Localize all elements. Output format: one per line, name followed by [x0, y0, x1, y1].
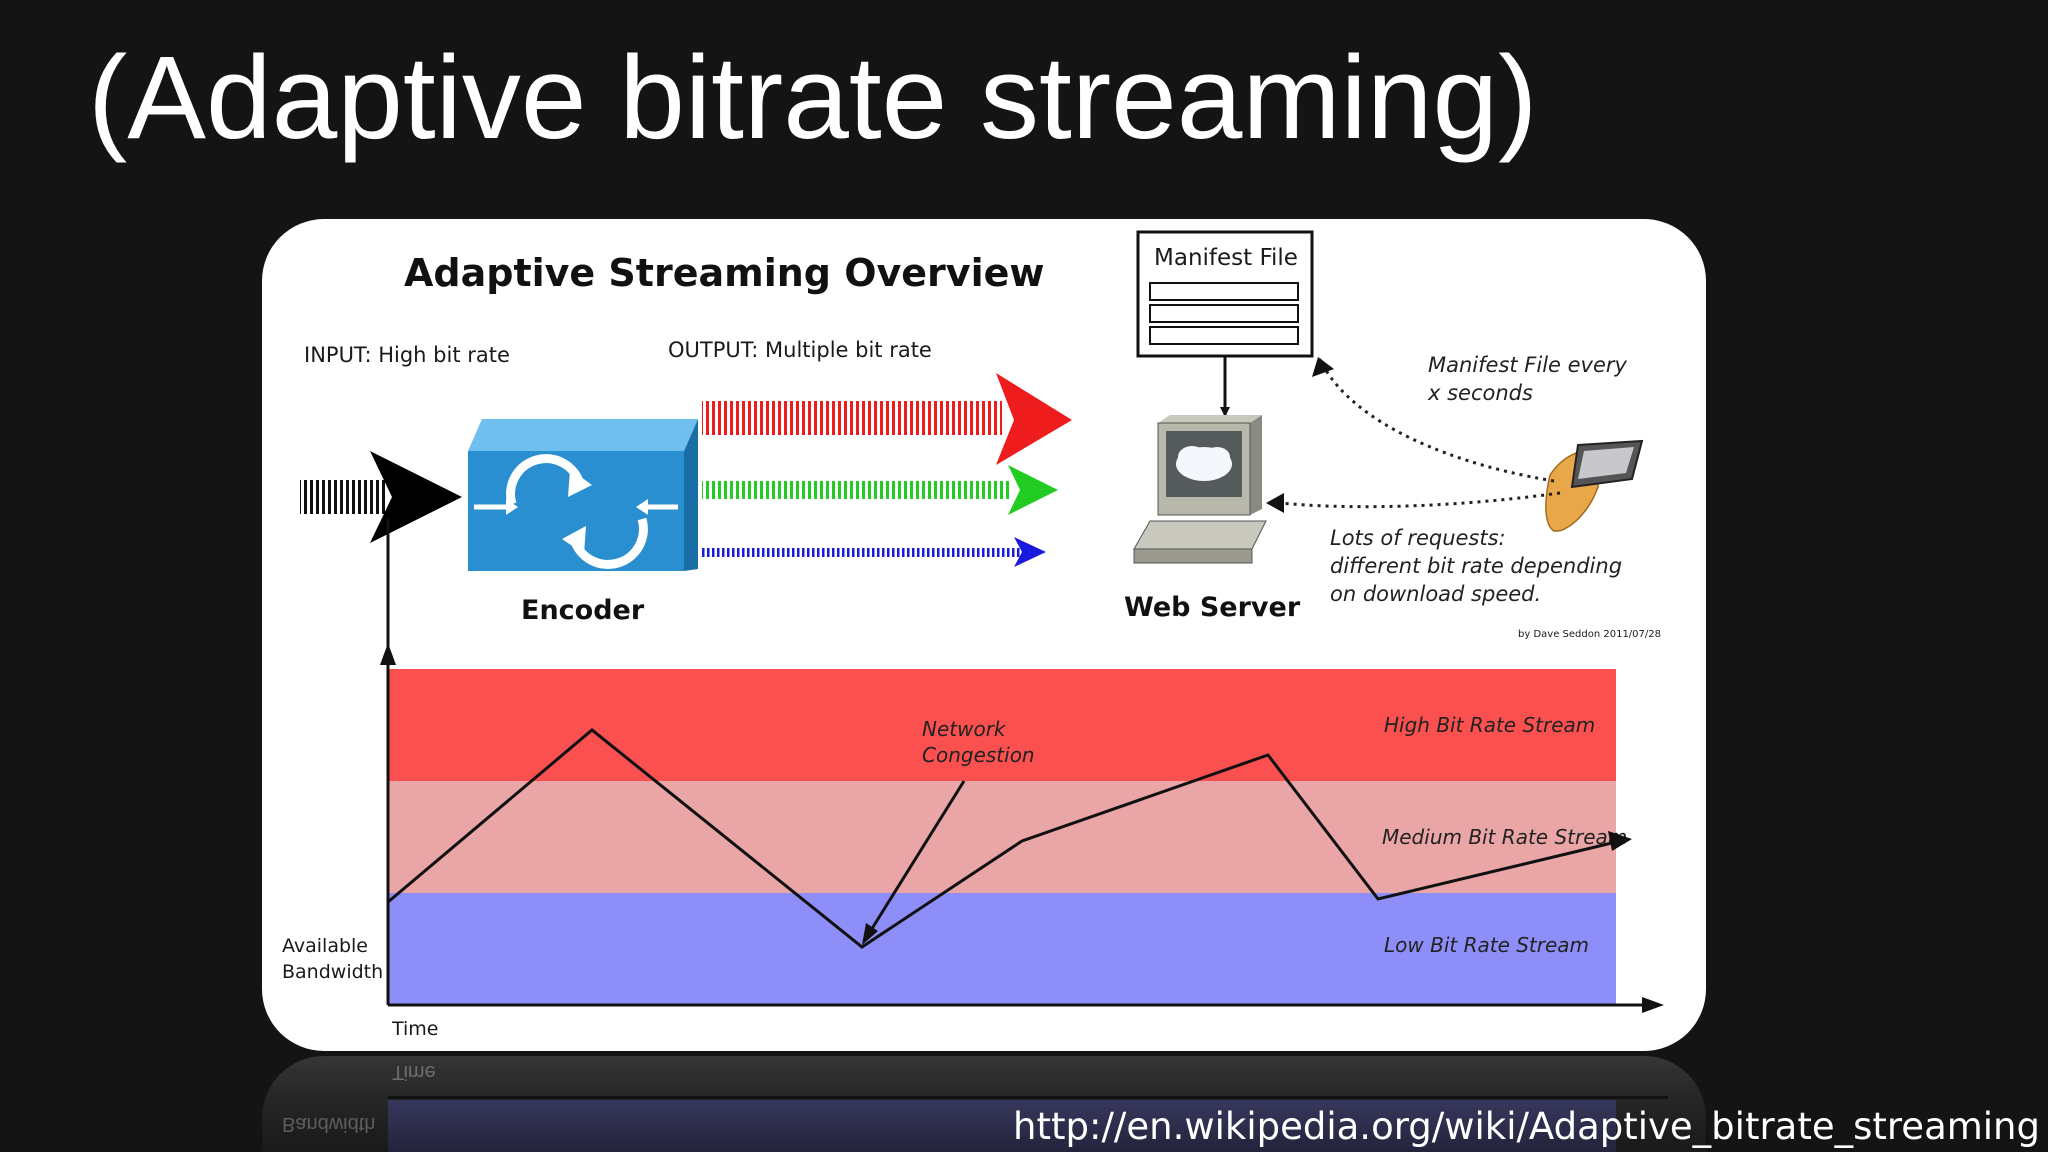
output-label: OUTPUT: Multiple bit rate: [668, 338, 932, 362]
available-bandwidth-line: [387, 728, 1617, 949]
congestion-pointer: [866, 780, 966, 936]
diagram-card: Adaptive Streaming Overview INPUT: High …: [262, 219, 1706, 1051]
encoder-label: Encoder: [521, 595, 645, 626]
medium-stream-label: Medium Bit Rate Stream: [1382, 825, 1627, 849]
manifest-every-text-line2: x seconds: [1427, 381, 1533, 405]
y-axis-label-line1: Available: [282, 935, 368, 957]
requests-text-line1: Lots of requests:: [1330, 526, 1506, 550]
mobile-device-icon: [1545, 439, 1644, 532]
red-arrowhead: [996, 373, 1072, 465]
x-axis-arrowhead: [1642, 997, 1664, 1013]
source-url: http://en.wikipedia.org/wiki/Adaptive_bi…: [1013, 1105, 2040, 1148]
medium-bitrate-band: [388, 781, 1616, 893]
low-bitrate-output-stream: [702, 548, 1020, 557]
medium-bitrate-output-stream: [702, 481, 1012, 499]
manifest-file-label: Manifest File: [1154, 245, 1298, 271]
slide-title: (Adaptive bitrate streaming): [88, 32, 1538, 164]
input-label: INPUT: High bit rate: [304, 343, 510, 367]
manifest-request-arrowhead: [1312, 357, 1334, 377]
bitrate-request-arrowhead: [1266, 493, 1284, 513]
high-bitrate-band: [388, 669, 1616, 781]
adaptive-streaming-diagram: Adaptive Streaming Overview INPUT: High …: [282, 230, 1664, 1040]
reflection-bandwidth-label: Bandwidth: [282, 1113, 376, 1135]
author-credit: by Dave Seddon 2011/07/28: [1518, 629, 1661, 640]
manifest-request-arrow: [1318, 358, 1555, 483]
manifest-file-icon: [1136, 230, 1314, 358]
low-bitrate-band: [388, 893, 1616, 1005]
diagram-reflection: Time Bandwidth: [262, 1056, 1706, 1152]
reflection-band: [388, 1100, 1616, 1152]
web-server-label: Web Server: [1124, 592, 1301, 623]
high-stream-label: High Bit Rate Stream: [1384, 713, 1595, 737]
high-bitrate-output-stream: [702, 401, 1002, 435]
blue-arrowhead: [1014, 537, 1046, 567]
network-congestion-text-line2: Congestion: [922, 743, 1035, 767]
requests-text-line2: different bit rate depending: [1330, 554, 1622, 578]
web-server-icon: [1133, 415, 1267, 564]
reflection-time-label: Time: [392, 1061, 436, 1083]
input-arrowhead: [370, 451, 462, 543]
green-arrowhead: [1008, 465, 1058, 515]
reflection-axis: [388, 1096, 1668, 1099]
input-stream-bars: [300, 480, 388, 514]
y-axis-label-line2: Bandwidth: [282, 961, 383, 983]
encoder-icon: [468, 419, 698, 571]
requests-text-line3: on download speed.: [1330, 582, 1541, 606]
manifest-every-text-line1: Manifest File every: [1428, 353, 1628, 377]
bandwidth-line-arrowhead: [1608, 831, 1632, 851]
network-congestion-text-line1: Network: [922, 717, 1007, 741]
y-axis-arrowhead: [380, 643, 396, 665]
bitrate-request-arrow: [1279, 491, 1561, 509]
congestion-pointer-arrowhead: [862, 923, 878, 945]
x-axis-label: Time: [391, 1018, 439, 1040]
low-stream-label: Low Bit Rate Stream: [1384, 933, 1589, 957]
diagram-title: Adaptive Streaming Overview: [404, 251, 1044, 295]
